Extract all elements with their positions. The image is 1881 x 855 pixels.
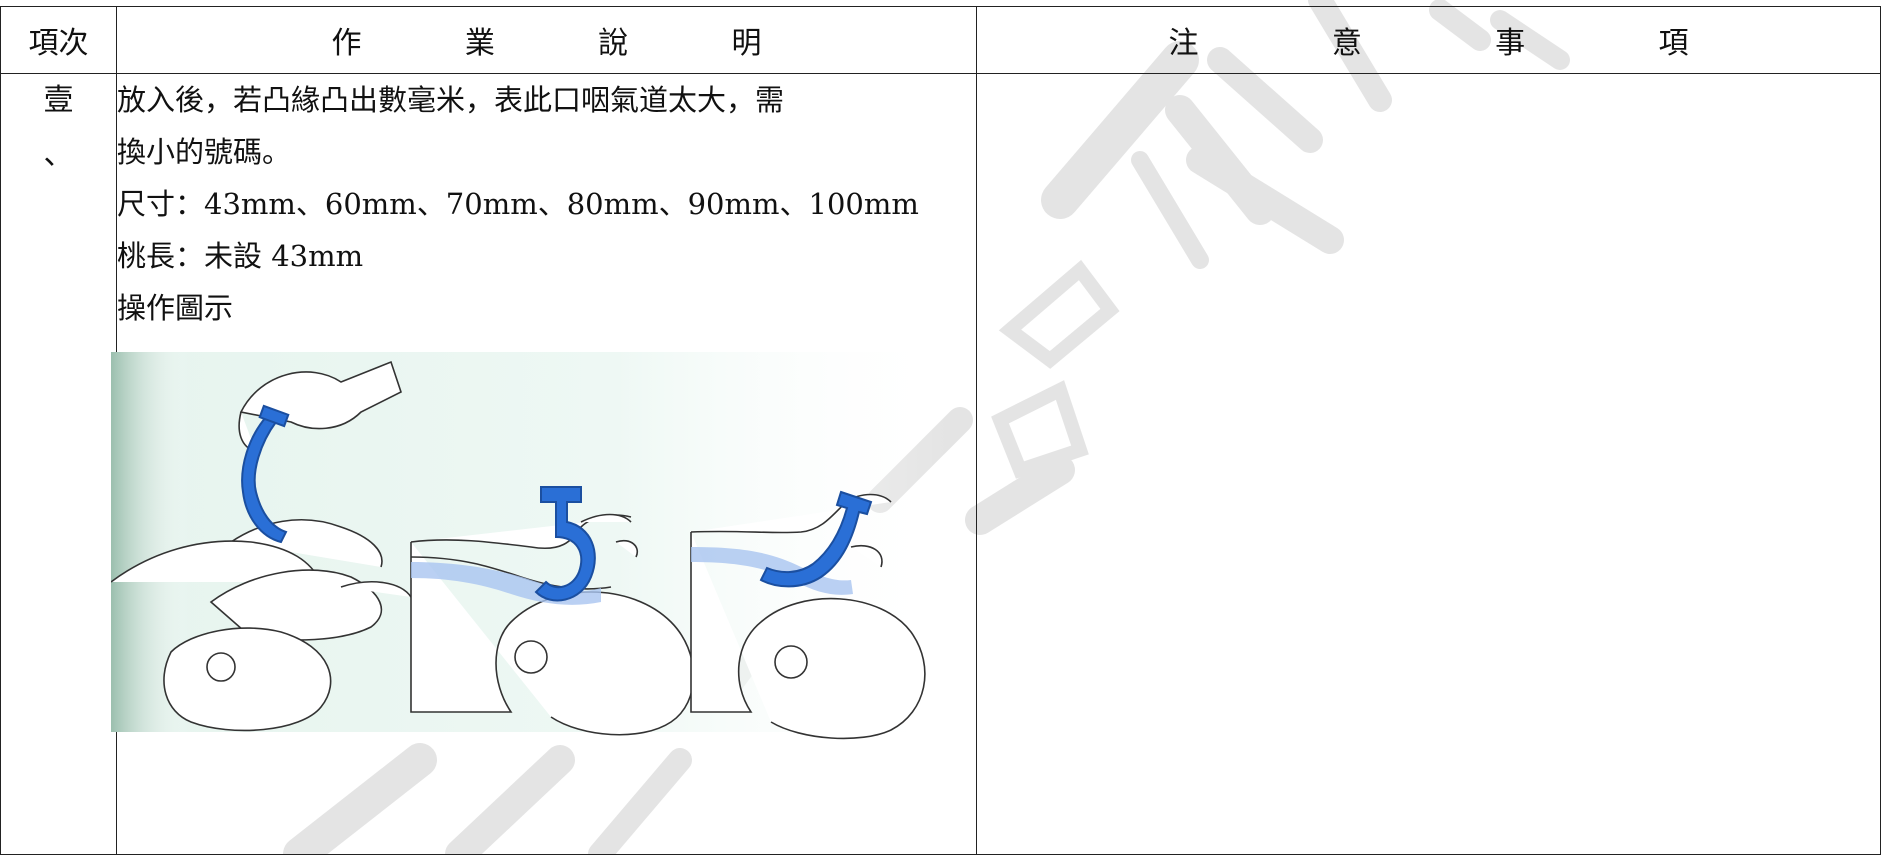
header-description-char: 明 (731, 26, 762, 61)
panel-2 (410, 513, 695, 736)
item-number: 壹 、 (0, 73, 117, 855)
airway-panel-3 (759, 490, 873, 588)
table-header-row: 項次 作 業 說 明 注 意 事 項 (0, 6, 1881, 74)
header-notes-char: 事 (1495, 26, 1526, 61)
airway-insertion-illustration (110, 352, 951, 740)
header-item-label: 項次 (28, 26, 89, 61)
header-description-char: 說 (598, 26, 629, 61)
header-notes-char: 意 (1331, 26, 1362, 61)
header-notes: 注 意 事 項 (976, 6, 1881, 74)
item-number-char: 、 (43, 137, 74, 172)
notes-cell (976, 73, 1881, 855)
illustration-caption: 操作圖示 (117, 291, 234, 325)
table-row: 壹 、 放入後，若凸緣凸出數毫米，表此口咽氣道太大，需 換小的號碼。 尺寸：43… (0, 73, 1881, 855)
header-description-char: 業 (464, 26, 495, 61)
size-line: 尺寸：43mm、60mm、70mm、80mm、90mm、100mm (117, 187, 919, 221)
header-description-char: 作 (331, 26, 362, 61)
airway-panel-2 (534, 486, 596, 602)
airway-panel-1 (241, 415, 288, 544)
description-line: 放入後，若凸緣凸出數毫米，表此口咽氣道太大，需 (117, 83, 785, 117)
header-item: 項次 (0, 6, 117, 74)
description-cell: 放入後，若凸緣凸出數毫米，表此口咽氣道太大，需 換小的號碼。 尺寸：43mm、6… (110, 73, 977, 855)
description-line: 換小的號碼。 (117, 135, 292, 169)
header-notes-char: 注 (1168, 26, 1199, 61)
procedure-table: 項次 作 業 說 明 注 意 事 項 壹 (0, 6, 1881, 855)
header-description: 作 業 說 明 (116, 6, 977, 74)
item-number-char: 壹 (43, 83, 74, 118)
length-line: 桃長：未設 43mm (117, 239, 364, 273)
header-notes-char: 項 (1658, 26, 1689, 61)
